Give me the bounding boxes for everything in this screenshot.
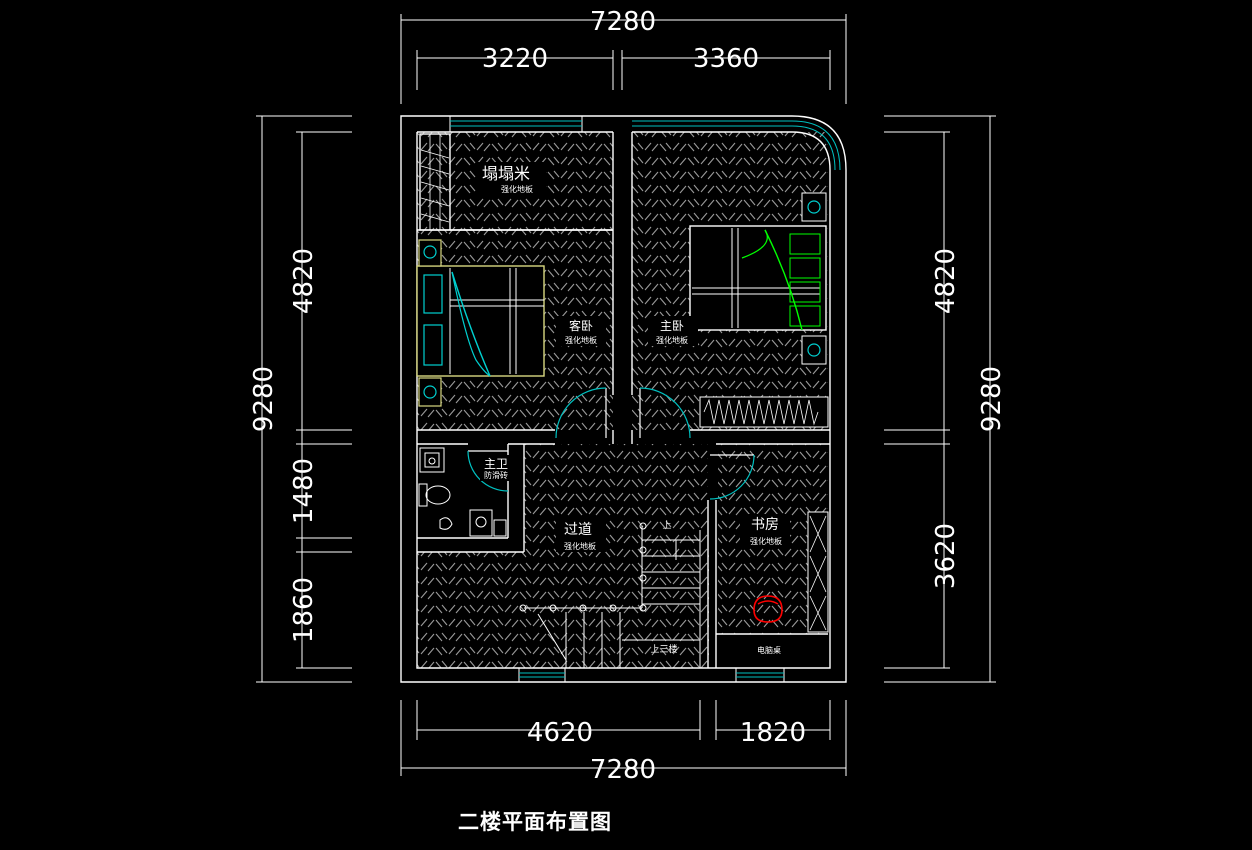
guest-bed [416, 239, 545, 407]
master-bed [689, 192, 827, 365]
room-guest-bedroom-name: 客卧 [569, 318, 593, 333]
room-tatami: 塌塌米 强化地板 [476, 162, 546, 194]
room-master-bath: 主卫 防滑砖 [480, 455, 514, 481]
room-corridor-name: 过道 [564, 522, 592, 538]
dim-left-upper: 4820 [289, 248, 319, 314]
computer-desk-label: 电脑桌 [757, 645, 781, 655]
room-tatami-floor: 强化地板 [501, 184, 533, 194]
dim-right-lower: 3620 [931, 523, 961, 589]
dim-bottom-right: 1820 [740, 718, 806, 748]
room-master-bedroom-floor: 强化地板 [656, 335, 688, 345]
room-guest-bedroom-floor: 强化地板 [565, 335, 597, 345]
room-guest-bedroom: 客卧 强化地板 [556, 316, 606, 346]
staircase [519, 522, 701, 668]
dim-top-total: 7280 [590, 7, 656, 37]
room-corridor-floor: 强化地板 [564, 541, 596, 551]
room-corridor: 过道 强化地板 [556, 518, 606, 552]
dimension-lines [256, 14, 996, 776]
dim-top-right: 3360 [693, 44, 759, 74]
windows [449, 115, 841, 683]
wardrobe-master [699, 396, 829, 428]
doors [467, 387, 755, 500]
dim-bottom-total: 7280 [590, 755, 656, 785]
dim-right-upper: 4820 [931, 248, 961, 314]
room-master-bath-floor: 防滑砖 [484, 470, 508, 480]
dim-top-left: 3220 [482, 44, 548, 74]
dim-bottom-left: 4620 [527, 718, 593, 748]
dim-left-lower: 1860 [289, 577, 319, 643]
room-master-bedroom: 主卧 强化地板 [648, 316, 698, 346]
drawing-caption: 二楼平面布置图 [458, 810, 612, 834]
wardrobe-tatami [420, 134, 450, 230]
study-furniture [753, 511, 829, 633]
room-study-floor: 强化地板 [750, 536, 782, 546]
room-master-bath-name: 主卫 [484, 457, 508, 471]
room-study-name: 书房 [751, 517, 779, 533]
dim-left-total: 9280 [249, 366, 279, 432]
room-master-bedroom-name: 主卧 [660, 319, 684, 333]
stair-third-floor-label: 上三楼 [650, 643, 677, 655]
dim-left-mid: 1480 [289, 458, 319, 524]
room-tatami-name: 塌塌米 [482, 164, 530, 183]
stair-up-label: 上 [662, 520, 671, 531]
dim-right-total: 9280 [977, 366, 1007, 432]
bathroom-fixtures [418, 447, 507, 537]
room-study: 书房 强化地板 [740, 514, 790, 548]
